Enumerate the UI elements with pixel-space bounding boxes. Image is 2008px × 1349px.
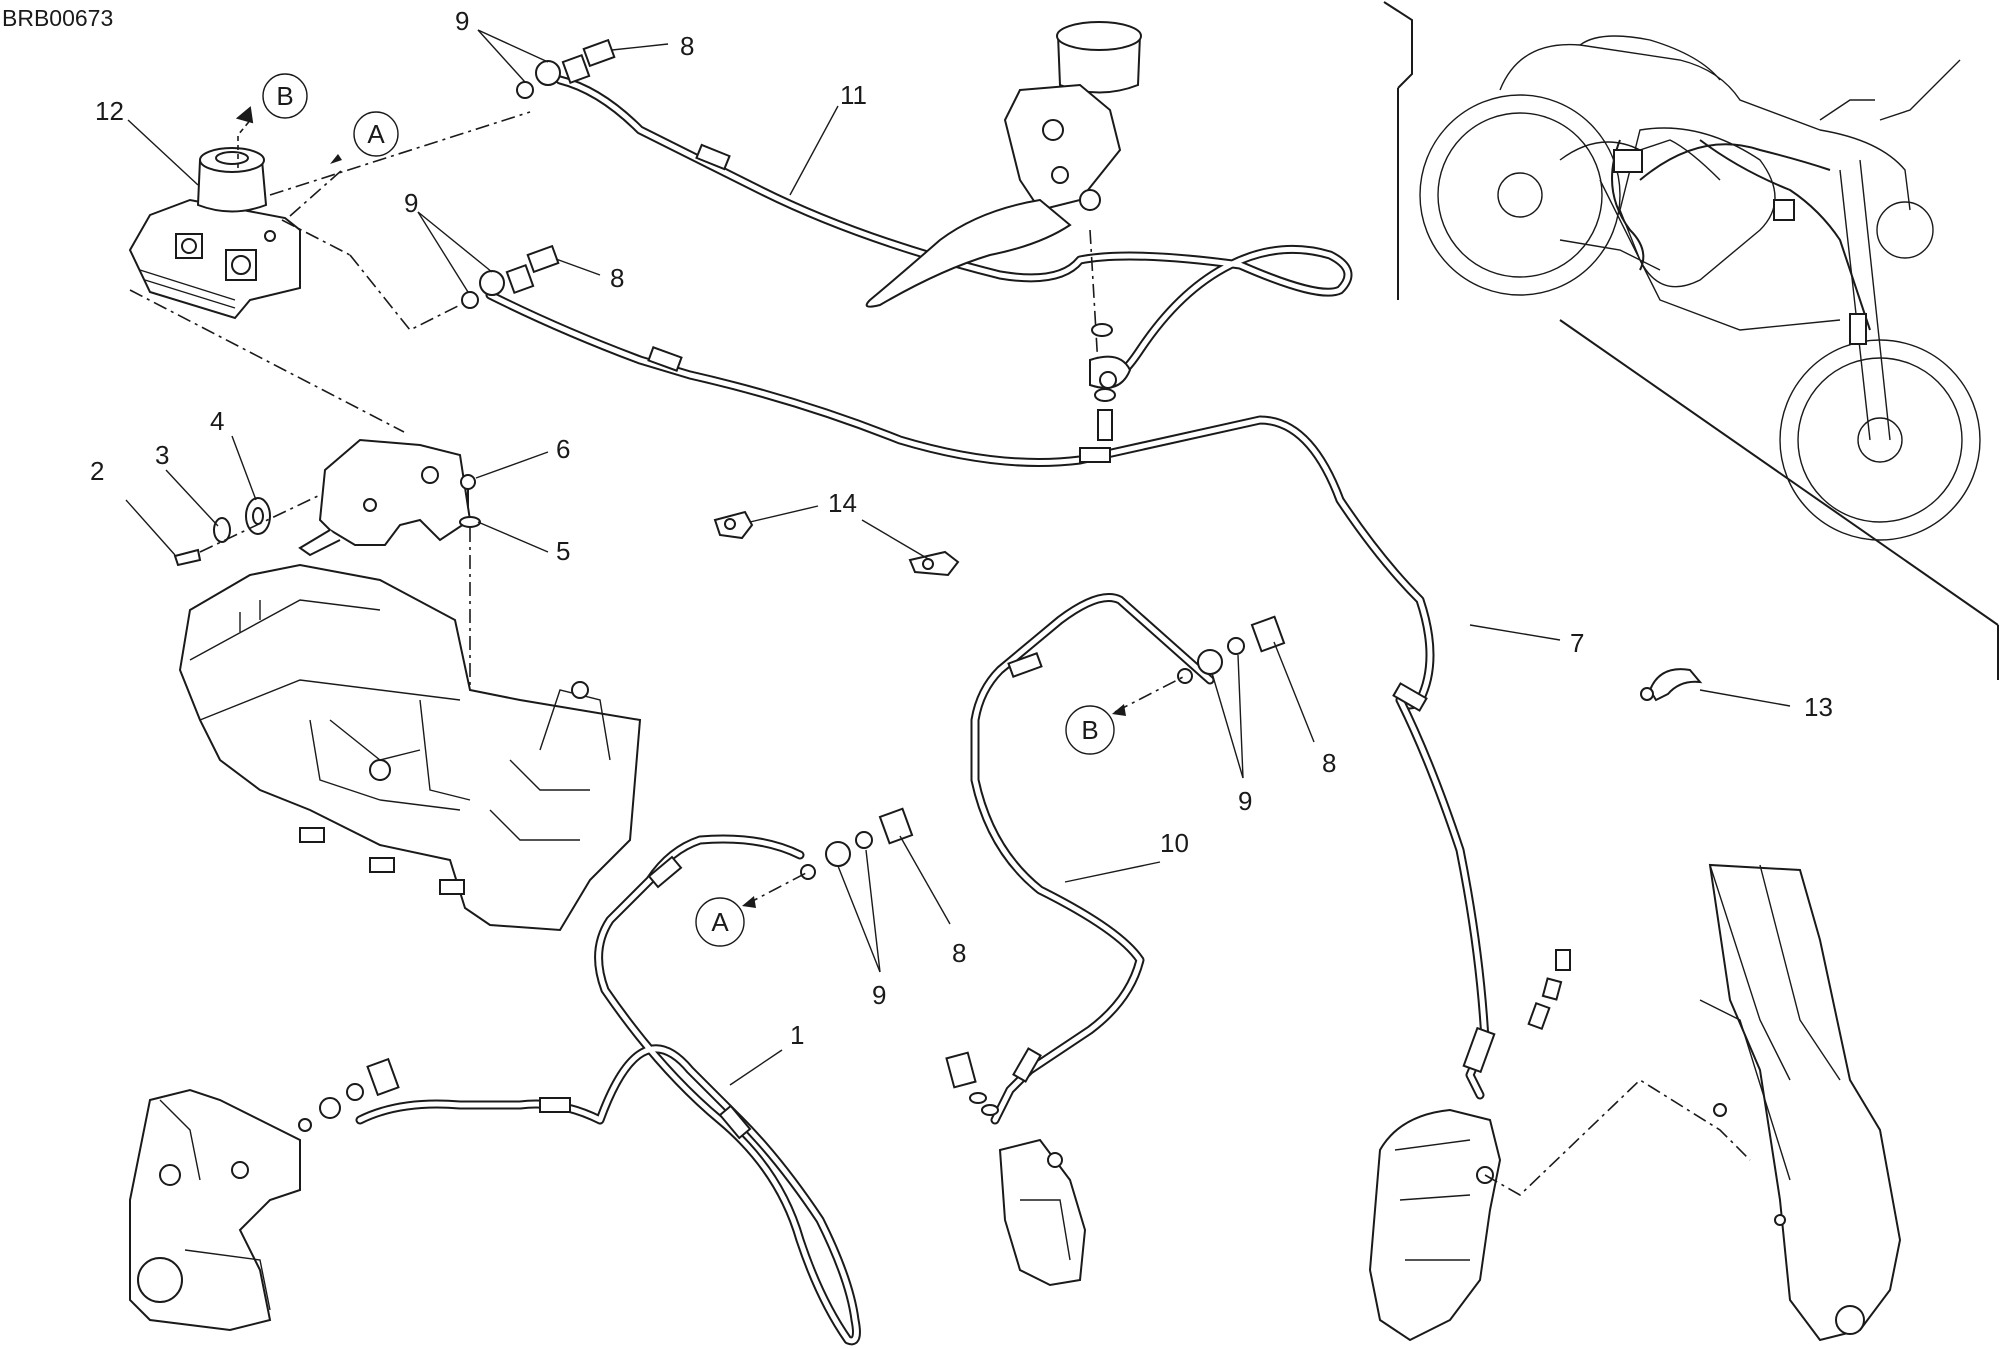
callout-8-mid-a: 8	[952, 938, 966, 968]
callout-13: 13	[1804, 692, 1833, 722]
callout-2: 2	[90, 456, 104, 486]
callout-7: 7	[1570, 628, 1584, 658]
callout-numbers: 1 2 3 4 5 6 7 8 8 8 8 9 9 9 9 10 11 12 1…	[90, 6, 1833, 1050]
brake-hose-1	[355, 834, 861, 1346]
callout-5: 5	[556, 536, 570, 566]
hose-clamp-left	[713, 510, 754, 540]
callout-6: 6	[556, 434, 570, 464]
motorcycle-overview-inset	[1383, 1, 1999, 680]
cable-grommet	[1640, 668, 1703, 702]
callout-11: 11	[840, 80, 867, 110]
rear-brake-caliper	[129, 1088, 301, 1332]
bleed-valve-front	[1527, 949, 1571, 1031]
abs-bracket	[298, 438, 472, 557]
battery-tray	[178, 563, 642, 932]
svg-text:A: A	[711, 907, 729, 937]
front-master-cylinder	[865, 21, 1142, 441]
callout-3: 3	[155, 440, 169, 470]
hose-clamp-right	[908, 550, 960, 577]
banjo-fitting-top-2	[461, 244, 560, 309]
callout-9-mid-a: 9	[872, 980, 886, 1010]
brake-hose-11	[555, 75, 1353, 383]
front-brake-caliper	[1368, 1078, 1751, 1342]
callout-8-mid-b: 8	[1322, 748, 1336, 778]
banjo-fitting-top-1	[516, 38, 616, 99]
svg-text:A: A	[367, 119, 385, 149]
drawing-code: BRB00673	[2, 5, 113, 31]
brake-hose-7	[485, 290, 1496, 1100]
front-fork-leg	[1699, 863, 1902, 1342]
rear-master-cylinder	[945, 1051, 1087, 1287]
callout-4: 4	[210, 406, 224, 436]
callout-10: 10	[1160, 828, 1189, 858]
svg-text:B: B	[1081, 715, 1098, 745]
callout-9-mid-b: 9	[1238, 786, 1252, 816]
callout-9-top-2: 9	[404, 188, 418, 218]
ref-circle-a-mid: A	[695, 897, 745, 947]
callout-leaders	[125, 29, 1791, 1086]
callout-8-top-1: 8	[680, 31, 694, 61]
banjo-fitting-mid-a	[800, 807, 914, 880]
ref-circle-a-top: A	[353, 111, 399, 157]
fastener-group-2-3-4	[173, 494, 321, 567]
brake-hose-10	[970, 593, 1215, 1125]
screw-part-6	[459, 474, 481, 720]
callout-9-top-1: 9	[455, 6, 469, 36]
banjo-fitting-rear-caliper	[298, 1057, 400, 1132]
ref-circle-b-mid: B	[1065, 705, 1115, 755]
callout-8-top-2: 8	[610, 263, 624, 293]
callout-12: 12	[95, 96, 124, 126]
callout-1: 1	[790, 1020, 804, 1050]
ref-circle-b-top: B	[262, 73, 308, 119]
abs-modulator-unit	[128, 147, 301, 320]
svg-text:B: B	[276, 81, 293, 111]
banjo-fitting-mid-b	[1177, 615, 1286, 684]
callout-14: 14	[828, 488, 857, 518]
